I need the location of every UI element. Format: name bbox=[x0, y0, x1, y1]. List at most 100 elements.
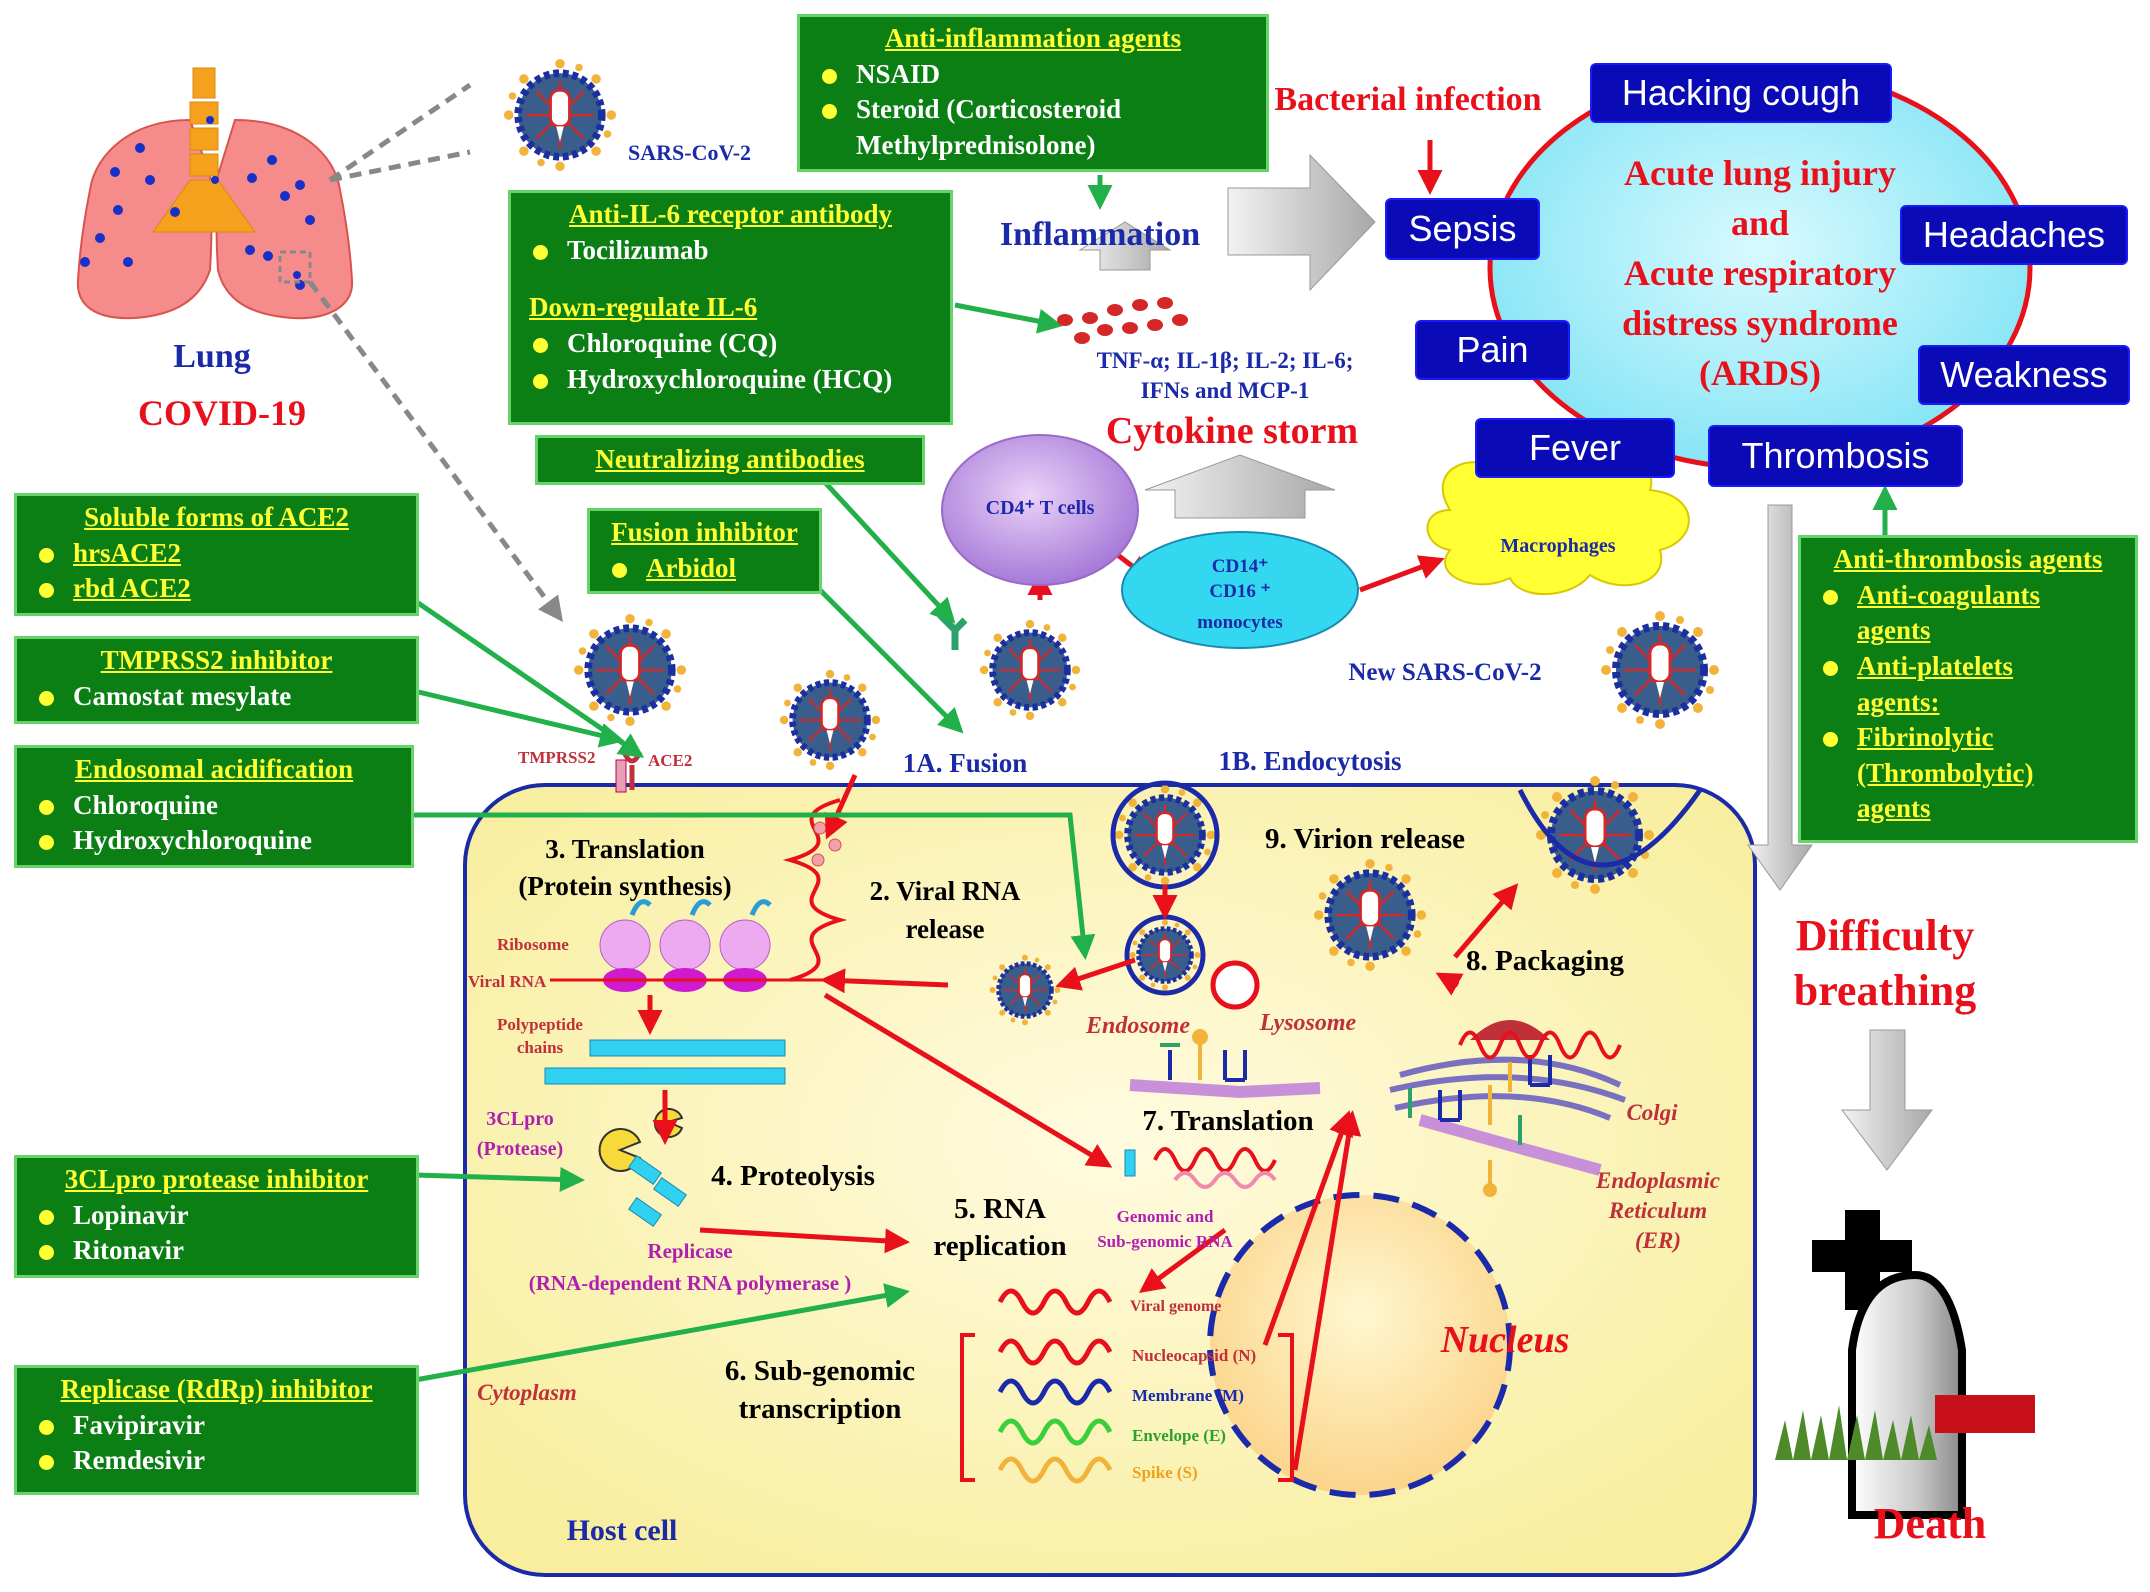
thrombolytic-agents-cont: agents bbox=[1857, 793, 1931, 824]
lung-label: Lung bbox=[173, 338, 251, 375]
tmprss2-inhibitor-title: TMPRSS2 inhibitor bbox=[100, 645, 333, 675]
ards-line5: (ARDS) bbox=[1699, 353, 1821, 393]
er-line3: (ER) bbox=[1635, 1228, 1681, 1253]
thrombolytic-item-cont: (Thrombolytic) bbox=[1857, 757, 2034, 788]
fusion-inhibitor-title: Fusion inhibitor bbox=[611, 517, 798, 547]
step6-line2: transcription bbox=[739, 1393, 902, 1425]
nsaid-item: NSAID bbox=[810, 57, 1256, 93]
spike-label: Spike (S) bbox=[1132, 1463, 1198, 1482]
step3-line2: (Protein synthesis) bbox=[518, 871, 731, 901]
virion-antibody-icon bbox=[980, 620, 1080, 720]
nucleus bbox=[1207, 1192, 1513, 1498]
down-arrow-breathing bbox=[1747, 504, 1813, 891]
er-line2: Reticulum bbox=[1608, 1198, 1707, 1223]
step5-line2: replication bbox=[933, 1230, 1066, 1262]
cytokines-line1: TNF-α; IL-1β; IL-2; IL-6; bbox=[1097, 348, 1354, 373]
anticoagulants-item-cont: agents bbox=[1857, 615, 1931, 646]
protease-inhibitor-box: 3CLpro protease inhibitor Lopinavir Rito… bbox=[14, 1155, 419, 1278]
anti-il6-box: Anti-IL-6 receptor antibody Tocilizumab … bbox=[508, 190, 953, 425]
clpro-line2: (Protease) bbox=[477, 1138, 563, 1160]
anti-thrombosis-box: Anti-thrombosis agents Anti-coagulants a… bbox=[1798, 535, 2138, 843]
lysosome-icon bbox=[1210, 960, 1260, 1010]
step7-label: 7. Translation bbox=[1142, 1105, 1313, 1137]
camostat-item: Camostat mesylate bbox=[27, 679, 406, 715]
lung-illustration bbox=[76, 67, 354, 320]
cd4-t-cell bbox=[941, 434, 1139, 586]
cd14-label-3: monocytes bbox=[1197, 612, 1282, 633]
arbidol-item: Arbidol bbox=[600, 551, 809, 587]
uncoating-virion-icon bbox=[990, 955, 1061, 1026]
endosomal-title: Endosomal acidification bbox=[74, 754, 354, 784]
inflammation-label: Inflammation bbox=[1000, 216, 1200, 253]
replicase-on-rna bbox=[1124, 1149, 1136, 1177]
zoom-line-top bbox=[328, 82, 472, 183]
virion-fusion-icon bbox=[780, 670, 880, 770]
transcript-waves bbox=[997, 1288, 1113, 1484]
ards-line2: and bbox=[1731, 203, 1789, 243]
fibrinolytic-item: Fibrinolytic bbox=[1811, 720, 2125, 756]
step3-line1: 3. Translation bbox=[545, 834, 705, 864]
cytokines-line2: IFNs and MCP-1 bbox=[1141, 378, 1310, 403]
pain-box: Pain bbox=[1415, 320, 1570, 380]
neutralizing-antibody-icon bbox=[937, 612, 968, 650]
step2-line2: release bbox=[906, 914, 985, 944]
zoom-line-cell bbox=[307, 280, 563, 623]
monocyte-cell bbox=[1121, 531, 1359, 649]
fusion-inhibitor-box: Fusion inhibitor Arbidol bbox=[587, 508, 822, 594]
polypeptide-line1: Polypeptide bbox=[497, 1015, 583, 1034]
host-cell bbox=[463, 783, 1757, 1577]
hacking-cough-box: Hacking cough bbox=[1590, 63, 1892, 123]
transcript-bracket-left bbox=[960, 1333, 975, 1482]
viral-rna-label: Viral RNA bbox=[468, 972, 547, 991]
remdesivir-item: Remdesivir bbox=[27, 1443, 406, 1479]
difficulty-line2: breathing bbox=[1794, 966, 1977, 1015]
neutralizing-title: Neutralizing antibodies bbox=[595, 444, 865, 474]
replicase-line1: Replicase bbox=[647, 1239, 732, 1263]
up-arrow-inflammation bbox=[1078, 221, 1172, 271]
endoplasmic-reticulum bbox=[1129, 1079, 1602, 1176]
endosomal-acidification-box: Endosomal acidification Chloroquine Hydr… bbox=[14, 745, 414, 868]
cd14-label-1: CD14⁺ bbox=[1212, 556, 1268, 577]
envelope-label: Envelope (E) bbox=[1132, 1426, 1226, 1445]
lopinavir-item: Lopinavir bbox=[27, 1198, 406, 1234]
golgi-apparatus bbox=[1389, 1056, 1627, 1121]
cytokine-storm-label: Cytokine storm bbox=[1106, 410, 1358, 452]
released-virion-icon bbox=[1536, 776, 1654, 894]
macrophages-label: Macrophages bbox=[1500, 535, 1615, 557]
ace2-label: ACE2 bbox=[648, 751, 692, 770]
sars-cov-2-label: SARS-CoV-2 bbox=[628, 140, 751, 165]
bacterial-infection-label: Bacterial infection bbox=[1274, 81, 1541, 118]
cd14-label-2: CD16 ⁺ bbox=[1209, 581, 1270, 602]
anti-il6-title: Anti-IL-6 receptor antibody bbox=[569, 199, 892, 229]
step4-label: 4. Proteolysis bbox=[711, 1160, 875, 1192]
death-label: Death bbox=[1874, 1499, 1986, 1548]
step8-label: 8. Packaging bbox=[1466, 945, 1624, 977]
up-arrow-cytokine bbox=[1144, 454, 1336, 519]
packaging-arc-icon bbox=[1470, 1020, 1550, 1040]
step2-line1: 2. Viral RNA bbox=[870, 876, 1021, 906]
replicase-fragments bbox=[628, 1154, 687, 1228]
virion-ace2-icon bbox=[574, 614, 686, 726]
drug-arrows bbox=[368, 175, 1898, 1383]
replicase-inhibitor-box: Replicase (RdRp) inhibitor Favipiravir R… bbox=[14, 1365, 419, 1495]
step5-line1: 5. RNA bbox=[954, 1193, 1046, 1225]
transcript-bracket-right bbox=[1278, 1333, 1294, 1482]
new-virus-label: New SARS-CoV-2 bbox=[1348, 659, 1541, 686]
down-regulate-il6-title: Down-regulate IL-6 bbox=[529, 292, 758, 323]
sars-cov-2-virion-icon bbox=[504, 59, 616, 171]
step9-label: 9. Virion release bbox=[1265, 823, 1465, 855]
cytokine-dots bbox=[1057, 297, 1188, 344]
sepsis-box: Sepsis bbox=[1385, 198, 1540, 260]
antiplatelets-item-cont: agents: bbox=[1857, 686, 1940, 717]
rbdace2-item: rbd ACE2 bbox=[27, 571, 406, 607]
hrsace2-item: hrsACE2 bbox=[27, 536, 406, 572]
ribosome-label: Ribosome bbox=[497, 935, 569, 954]
right-arrow-sepsis bbox=[1227, 153, 1376, 292]
replicase-inhibitor-title: Replicase (RdRp) inhibitor bbox=[60, 1374, 373, 1404]
favipiravir-item: Favipiravir bbox=[27, 1408, 406, 1444]
ards-line1: Acute lung injury bbox=[1624, 153, 1896, 193]
step6-line1: 6. Sub-genomic bbox=[725, 1355, 915, 1387]
fever-box: Fever bbox=[1475, 418, 1675, 478]
nucleus-label: Nucleus bbox=[1440, 1319, 1570, 1361]
